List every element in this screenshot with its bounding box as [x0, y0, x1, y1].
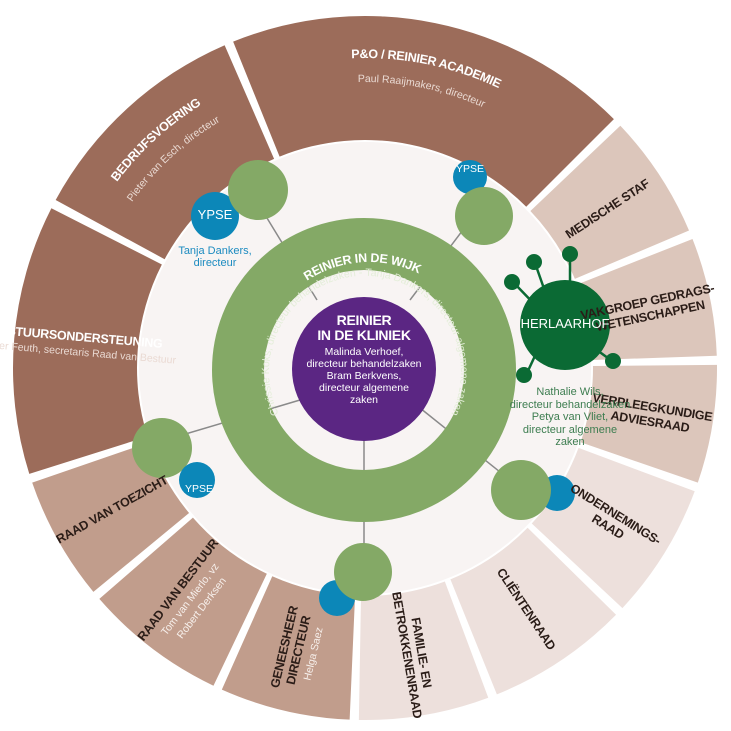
- ypse-caption: Tanja Dankers, directeur: [160, 245, 270, 270]
- segment-vakgroep-gedrags: [577, 238, 717, 361]
- herlaarhof-line: zaken: [555, 436, 585, 448]
- satellite-circle: [491, 460, 551, 520]
- segment-raad-van-toezicht: [32, 442, 190, 592]
- satellite-circle: [455, 187, 513, 245]
- herlaarhof-dot: [605, 353, 621, 369]
- ypse-circle: [191, 192, 239, 240]
- satellite-circle: [228, 160, 288, 220]
- ypse-circle: [453, 160, 487, 194]
- segment-cli-ntenraad: [450, 527, 617, 695]
- kliniek-line: directeur algemene: [319, 382, 409, 394]
- segment-bedrijfsvoering: [55, 45, 275, 260]
- herlaarhof-dot: [516, 367, 532, 383]
- herlaarhof-dot: [562, 246, 578, 262]
- herlaarhof-title: HERLAARHOF: [520, 316, 610, 331]
- satellite-circle: [132, 418, 192, 478]
- herlaarhof-line: Petya van Vliet,: [531, 411, 609, 423]
- herlaarhof-node: [504, 246, 621, 383]
- herlaarhof-caption: Nathalie Wils, directeur behandelzaken P…: [500, 386, 640, 449]
- satellite-circle: [334, 543, 392, 601]
- segment-bestuursondersteuning: [12, 208, 162, 474]
- kliniek-line: directeur behandelzaken: [306, 358, 422, 370]
- kliniek-line: zaken: [349, 394, 379, 406]
- segment-medische-staf: [530, 125, 690, 279]
- kliniek-label: REINIER IN DE KLINIEK Malinda Verhoef, d…: [299, 312, 429, 407]
- herlaarhof-circle: [520, 280, 610, 370]
- kliniek-title-2: IN DE KLINIEK: [317, 327, 411, 343]
- kliniek-line: Malinda Verhoef,: [324, 346, 404, 358]
- segment-raad-van-bestuur: [99, 517, 267, 686]
- segment-geneesheer: [221, 576, 356, 720]
- segment-p-o-reinier-academie: [233, 16, 614, 207]
- herlaarhof-line: directeur algemene: [522, 423, 618, 436]
- herlaarhof-dot: [526, 254, 542, 270]
- wijk-ring: [212, 218, 516, 522]
- ypse-circle: [179, 462, 215, 498]
- segment-familie-en: [358, 581, 489, 720]
- satellites: [132, 160, 575, 616]
- kliniek-line: Bram Berkvens,: [326, 370, 402, 382]
- ypse-label: YPSE: [184, 483, 213, 495]
- ypse-label: YPSE: [197, 207, 233, 222]
- ypse-caption-line: directeur: [193, 257, 237, 270]
- herlaarhof-line: directeur behandelzaken: [509, 398, 631, 411]
- kliniek-title-1: REINIER: [336, 312, 392, 328]
- herlaarhof-dot: [504, 274, 520, 290]
- ypse-caption-line: Tanja Dankers,: [178, 245, 252, 257]
- segment-verpleegkundige: [580, 364, 717, 483]
- outer-ring: [12, 16, 717, 720]
- ypse-label: YPSE: [455, 163, 484, 175]
- kliniek-circle: [292, 297, 436, 441]
- herlaarhof-line: Nathalie Wils,: [536, 386, 604, 398]
